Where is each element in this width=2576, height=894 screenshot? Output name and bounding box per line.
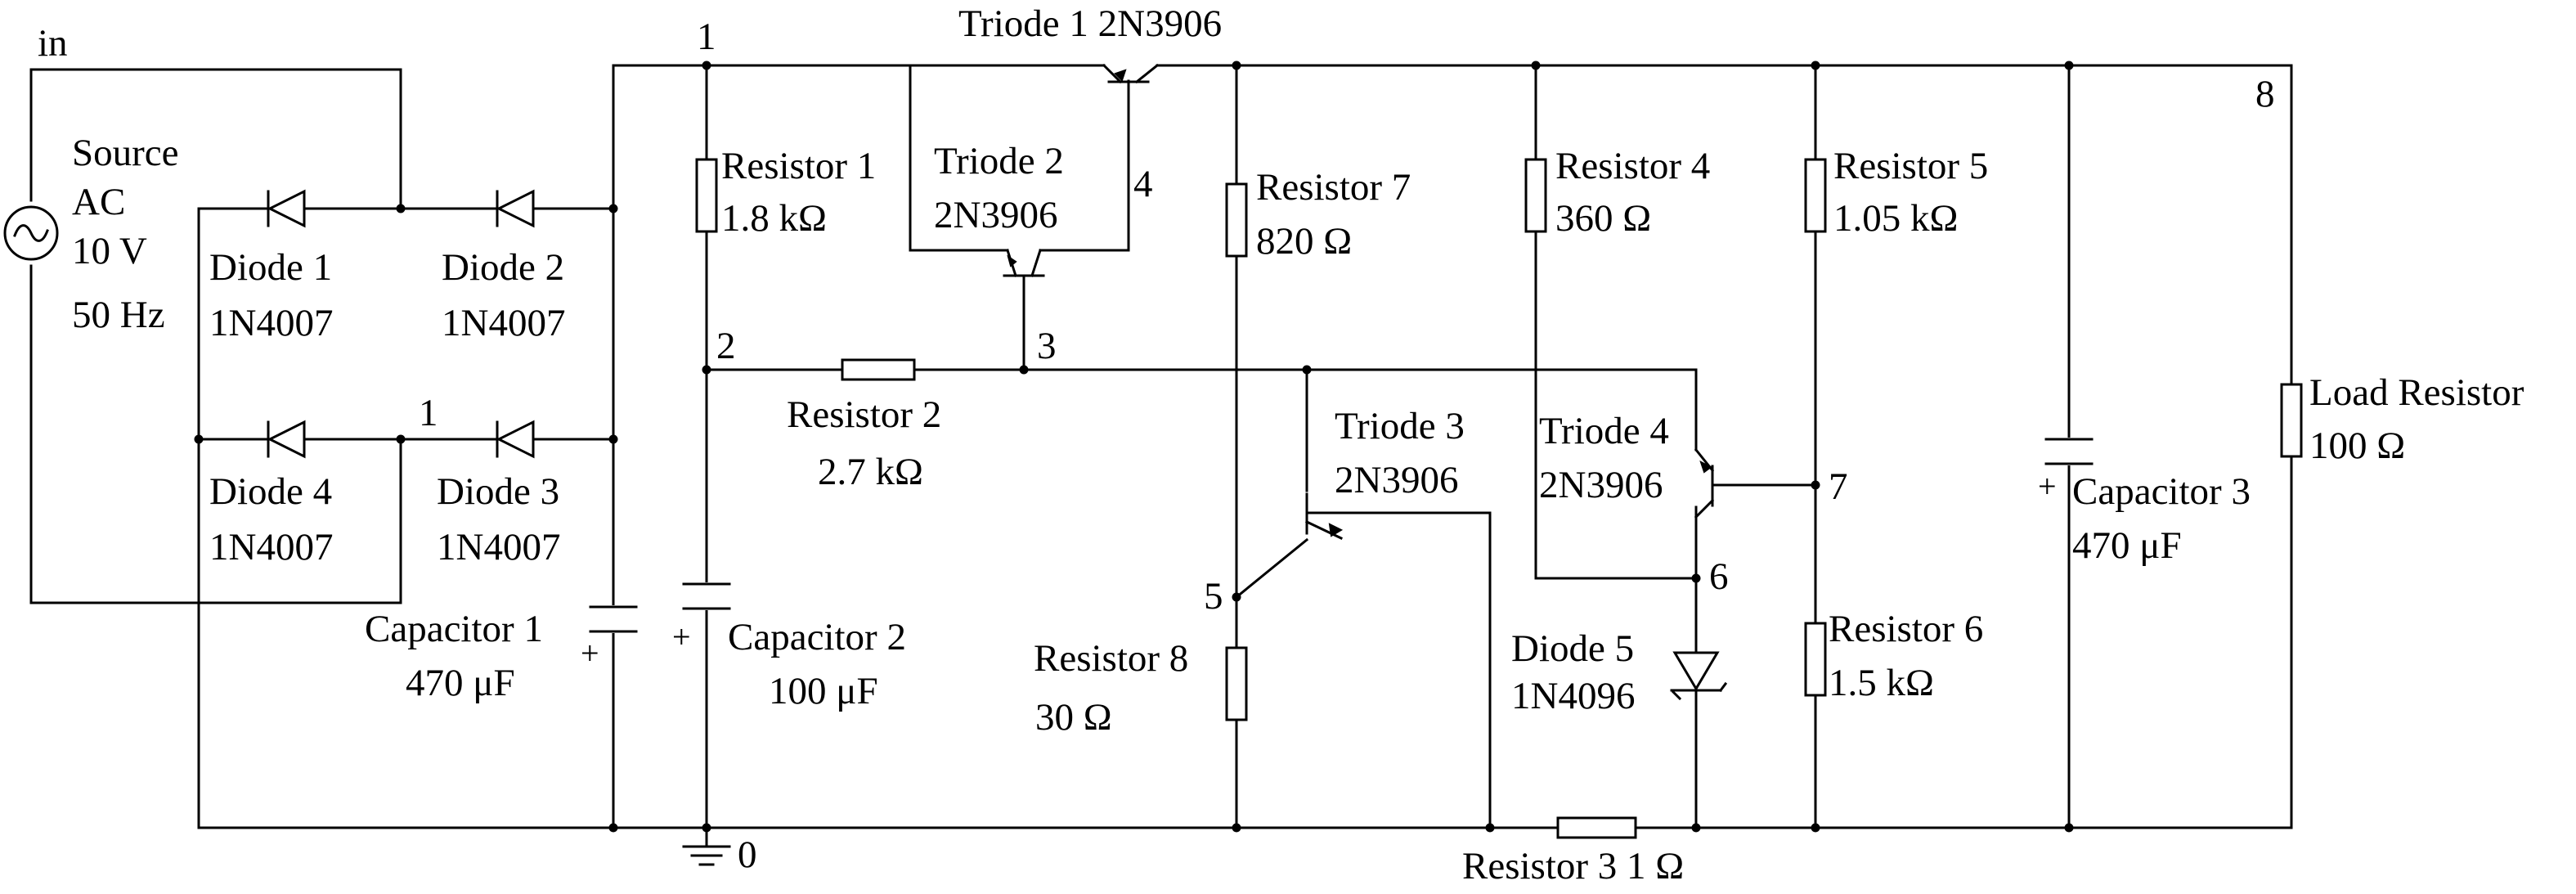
resistor-7-value: 820 Ω: [1256, 220, 1352, 263]
triode-3-part: 2N3906: [1335, 459, 1458, 501]
node-label-4: 4: [1133, 163, 1153, 205]
capacitor-1-value: 470 μF: [406, 662, 515, 704]
resistor-8-value: 30 Ω: [1035, 696, 1112, 739]
ground-icon: [682, 845, 731, 866]
node-label-1-top: 1: [697, 16, 716, 58]
node-label-1-bridge: 1: [419, 392, 438, 434]
triode-4-name: Triode 4: [1539, 410, 1669, 452]
diode-4-name: Diode 4: [209, 470, 332, 513]
source-frequency: 50 Hz: [72, 294, 165, 336]
load-resistor-value: 100 Ω: [2309, 425, 2405, 467]
resistor-3-symbol: [1556, 816, 1637, 839]
node-label-0: 0: [738, 833, 757, 876]
resistor-8-name: Resistor 8: [1034, 637, 1188, 680]
triode-1-label: Triode 1 2N3906: [958, 2, 1222, 45]
capacitor-3-value: 470 μF: [2072, 524, 2182, 567]
diode-2-symbol: [496, 189, 535, 228]
source-name: Source: [72, 132, 179, 174]
diode-4-symbol: [267, 420, 306, 459]
capacitor-2-name: Capacitor 2: [728, 616, 906, 658]
diode-5-zener-symbol: [1670, 651, 1728, 701]
resistor-1-value: 1.8 kΩ: [721, 197, 827, 240]
diode-2-name: Diode 2: [442, 246, 564, 289]
node-label-7: 7: [1829, 465, 1848, 508]
resistor-7-symbol: [1225, 182, 1248, 258]
capacitor-1-polarity: +: [581, 635, 599, 672]
load-resistor-symbol: [2280, 383, 2303, 458]
triode-1-symbol: [1102, 63, 1160, 84]
diode-1-name: Diode 1: [209, 246, 332, 289]
node-label-3: 3: [1037, 325, 1057, 367]
diode-2-part: 1N4007: [442, 302, 565, 344]
capacitor-2-value: 100 μF: [769, 670, 878, 712]
resistor-1-symbol: [695, 158, 718, 233]
diode-1-symbol: [267, 189, 306, 228]
node-label-8: 8: [2255, 73, 2275, 115]
capacitor-2-symbol: [678, 582, 735, 610]
node-label-2: 2: [716, 325, 736, 367]
resistor-4-value: 360 Ω: [1555, 197, 1651, 240]
triode-2-name: Triode 2: [934, 140, 1064, 182]
node-label-in: in: [38, 22, 68, 65]
capacitor-1-symbol: [585, 605, 642, 633]
diode-5-part: 1N4096: [1511, 675, 1635, 717]
diode-3-part: 1N4007: [437, 526, 560, 568]
resistor-6-value: 1.5 kΩ: [1829, 662, 1934, 704]
capacitor-3-polarity: +: [2038, 468, 2057, 505]
load-resistor-name: Load Resistor: [2309, 371, 2524, 414]
resistor-4-symbol: [1524, 158, 1547, 233]
resistor-2-name: Resistor 2: [787, 393, 941, 436]
capacitor-2-polarity: +: [672, 618, 691, 655]
triode-2-symbol: [1003, 249, 1045, 277]
resistor-4-name: Resistor 4: [1555, 145, 1710, 187]
capacitor-3-symbol: [2040, 438, 2098, 465]
diode-1-part: 1N4007: [209, 302, 333, 344]
diode-3-symbol: [496, 420, 535, 459]
resistor-8-symbol: [1225, 646, 1248, 721]
ac-source-symbol: [3, 205, 59, 261]
triode-3-name: Triode 3: [1335, 405, 1465, 447]
resistor-1-name: Resistor 1: [721, 145, 876, 187]
resistor-5-name: Resistor 5: [1833, 145, 1988, 187]
resistor-2-symbol: [841, 358, 916, 381]
triode-3-symbol: [1305, 492, 1344, 540]
resistor-6-symbol: [1804, 622, 1827, 697]
triode-4-symbol: [1694, 447, 1715, 519]
capacitor-1-name: Capacitor 1: [365, 608, 543, 650]
node-label-5: 5: [1204, 575, 1223, 618]
resistor-5-symbol: [1804, 158, 1827, 233]
source-type: AC: [72, 181, 125, 223]
resistor-7-name: Resistor 7: [1256, 166, 1411, 209]
resistor-5-value: 1.05 kΩ: [1833, 197, 1958, 240]
diode-5-name: Diode 5: [1511, 627, 1634, 670]
diode-4-part: 1N4007: [209, 526, 333, 568]
capacitor-3-name: Capacitor 3: [2072, 470, 2251, 513]
junction-dots: [194, 61, 2074, 833]
resistor-3-label: Resistor 3 1 Ω: [1462, 845, 1684, 887]
triode-2-part: 2N3906: [934, 194, 1057, 236]
node-label-6: 6: [1709, 555, 1729, 598]
triode-4-part: 2N3906: [1539, 464, 1663, 506]
diode-3-name: Diode 3: [437, 470, 559, 513]
source-voltage: 10 V: [72, 230, 147, 272]
resistor-6-name: Resistor 6: [1829, 608, 1983, 650]
resistor-2-value: 2.7 kΩ: [818, 451, 923, 493]
